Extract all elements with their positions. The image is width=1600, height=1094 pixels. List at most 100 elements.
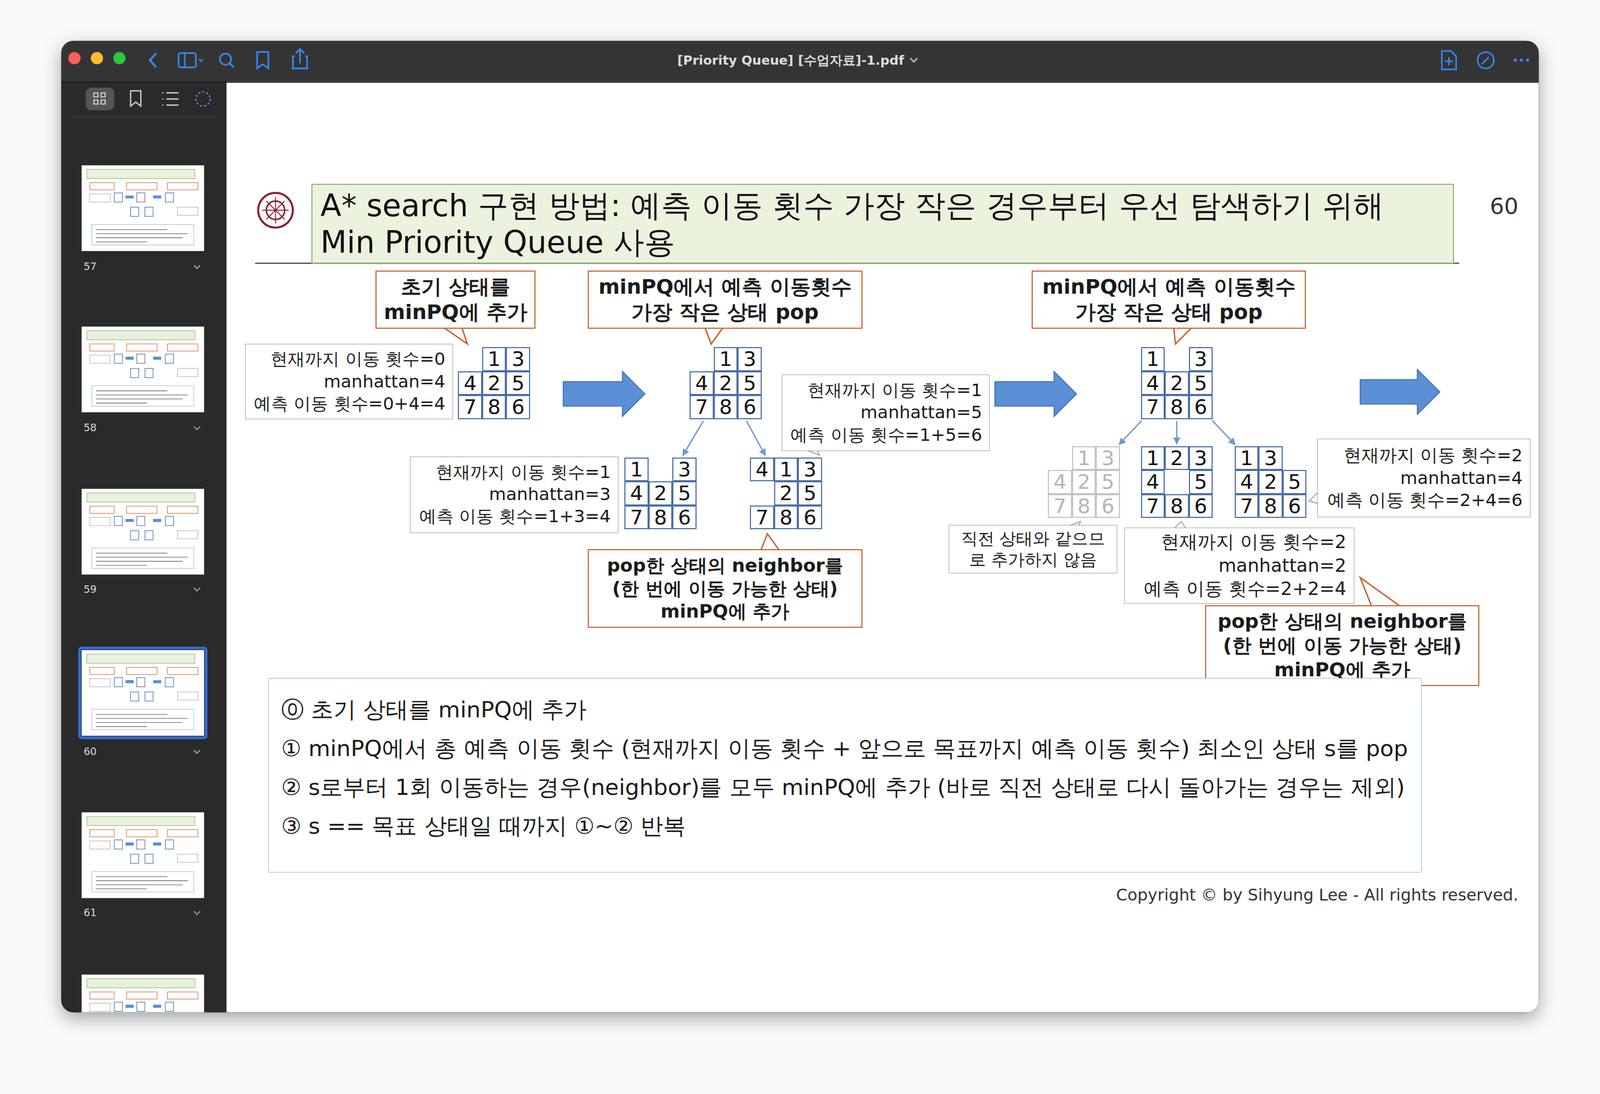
callout-box: minPQ에서 예측 이동횟수 가장 작은 상태 pop [587,270,863,329]
puzzle-tile: 8 [774,505,799,530]
more-icon [1519,58,1523,62]
puzzle-tile: 1 [1234,446,1259,471]
puzzle-tile: 8 [1258,494,1283,519]
cost-line: manhattan=3 [489,483,611,506]
cost-line: 현재까지 이동 횟수=1 [435,461,611,484]
step-arrow [563,371,646,416]
puzzle-tile: 8 [1072,494,1097,519]
callout-box: pop한 상태의 neighbor를 (한 번에 이동 가능한 상태) minP… [1205,604,1480,686]
university-logo [258,192,293,228]
page-thumbnail [81,974,205,1012]
puzzle-tile: 4 [457,371,483,396]
thumbnail-chevron [193,265,200,914]
puzzle-tile: 7 [1141,494,1166,519]
page-thumbnail [81,811,205,898]
step-arrow [1360,369,1440,415]
puzzle-tile: 6 [672,505,697,530]
puzzle-tile: 4 [1141,371,1166,396]
cost-line: manhattan=2 [1218,553,1347,578]
puzzle-board: 13425786 [624,457,697,530]
callout-text: pop한 상태의 neighbor를 (한 번에 이동 가능한 상태) minP… [594,553,855,623]
bookmark-icon [130,91,141,107]
close-button [68,52,81,65]
markup-icon [1477,52,1494,69]
tree-arrow [1118,420,1142,445]
callout-text: pop한 상태의 neighbor를 (한 번에 이동 가능한 상태) minP… [1212,609,1473,683]
tree-arrow [746,420,765,456]
puzzle-tile: 3 [672,457,697,482]
callout-text: minPQ에서 예측 이동횟수 가장 작은 상태 pop [1038,274,1299,326]
callout-box: pop한 상태의 neighbor를 (한 번에 이동 가능한 상태) minP… [587,548,863,628]
step-arrow [995,371,1077,416]
puzzle-tile: 4 [749,457,775,482]
puzzle-tile: 1 [1072,446,1097,471]
step-line: ⓪ 초기 상태를 minPQ에 추가 [281,690,587,729]
tree-arrow [1176,420,1178,444]
puzzle-tile: 5 [1188,371,1214,396]
puzzle-tile: 4 [1234,469,1259,495]
puzzle-tile: 3 [1188,346,1214,372]
puzzle-tile: 6 [737,394,762,420]
puzzle-board: 13425786 [1047,446,1120,519]
cost-line: 현재까지 이동 횟수=2 [1343,444,1523,468]
puzzle-tile: 2 [1164,371,1189,396]
puzzle-tile: 3 [1095,446,1120,471]
puzzle-tile: 3 [1188,446,1214,471]
puzzle-tile: 1 [624,457,649,482]
slide-page [226,81,1539,1012]
puzzle-tile: 2 [713,371,739,396]
puzzle-tile: 5 [672,481,697,506]
puzzle-tile: 2 [1258,469,1283,495]
puzzle-tile: 3 [505,346,531,372]
puzzle-tile: 1 [774,457,799,482]
more-icon [1513,58,1518,62]
puzzle-tile: 1 [1141,346,1166,372]
puzzle-tile: 6 [1282,494,1307,519]
step-list: ⓪ 초기 상태를 minPQ에 추가① minPQ에서 총 예측 이동 횟수 (… [268,677,1422,873]
cost-line: 예측 이동 횟수=1+5=6 [790,423,983,447]
note-box: 직전 상태와 같으므 로 추가하지 않음 [948,524,1118,574]
puzzle-tile: 8 [1164,494,1189,519]
puzzle-tile: 2 [774,481,799,506]
puzzle-tile: 7 [1234,494,1259,519]
callout-text: minPQ에서 예측 이동횟수 가장 작은 상태 pop [594,274,855,326]
cost-line: 예측 이동 횟수=1+3=4 [419,505,611,528]
puzzle-tile: 6 [1095,494,1120,519]
step-line: ② s로부터 1회 이동하는 경우(neighbor)를 모두 minPQ에 추… [281,767,1405,807]
title-chevron [910,58,918,62]
cost-line: manhattan=5 [860,401,983,424]
puzzle-tile: 5 [797,481,823,506]
cost-line: 예측 이동 횟수=2+4=6 [1327,489,1523,512]
window-title: [Priority Queue] [수업자료]-1.pdf [677,52,904,68]
slide-title-box: A* search 구현 방법: 예측 이동 횟수 가장 작은 경우부터 우선 … [311,183,1455,264]
university-logo [262,196,289,224]
window-frame [61,40,1540,1013]
slide-number: 60 [1489,192,1519,220]
puzzle-tile: 4 [1141,469,1166,495]
cost-line: 예측 이동 횟수=2+2=4 [1143,576,1347,601]
cost-note: 현재까지 이동 횟수=0manhattan=4예측 이동 횟수=0+4=4 [245,343,454,420]
new-page-icon [1441,51,1457,70]
title-bar [61,40,1540,82]
divider [71,116,217,118]
page-number: 57 [83,260,97,273]
puzzle-board: 41325786 [749,457,823,530]
cost-line: manhattan=4 [1400,467,1523,490]
page-thumbnail [81,165,205,252]
puzzle-tile: 7 [1047,494,1073,519]
puzzle-tile: 5 [1095,469,1120,495]
puzzle-tile: 2 [482,371,507,396]
cost-line: 현재까지 이동 횟수=2 [1160,530,1347,554]
search-icon [219,53,232,65]
puzzle-tile: 8 [1164,394,1189,420]
callout-box: 초기 상태를 minPQ에 추가 [375,270,536,329]
puzzle-tile: 8 [648,505,673,530]
puzzle-tile: 5 [505,371,531,396]
bookmark-icon [256,52,269,69]
zoom-button [113,52,126,65]
puzzle-tile: 7 [624,505,649,530]
cost-note: 현재까지 이동 횟수=1manhattan=5예측 이동 횟수=1+5=6 [781,374,990,451]
cost-line: 예측 이동 횟수=0+4=4 [253,392,446,415]
